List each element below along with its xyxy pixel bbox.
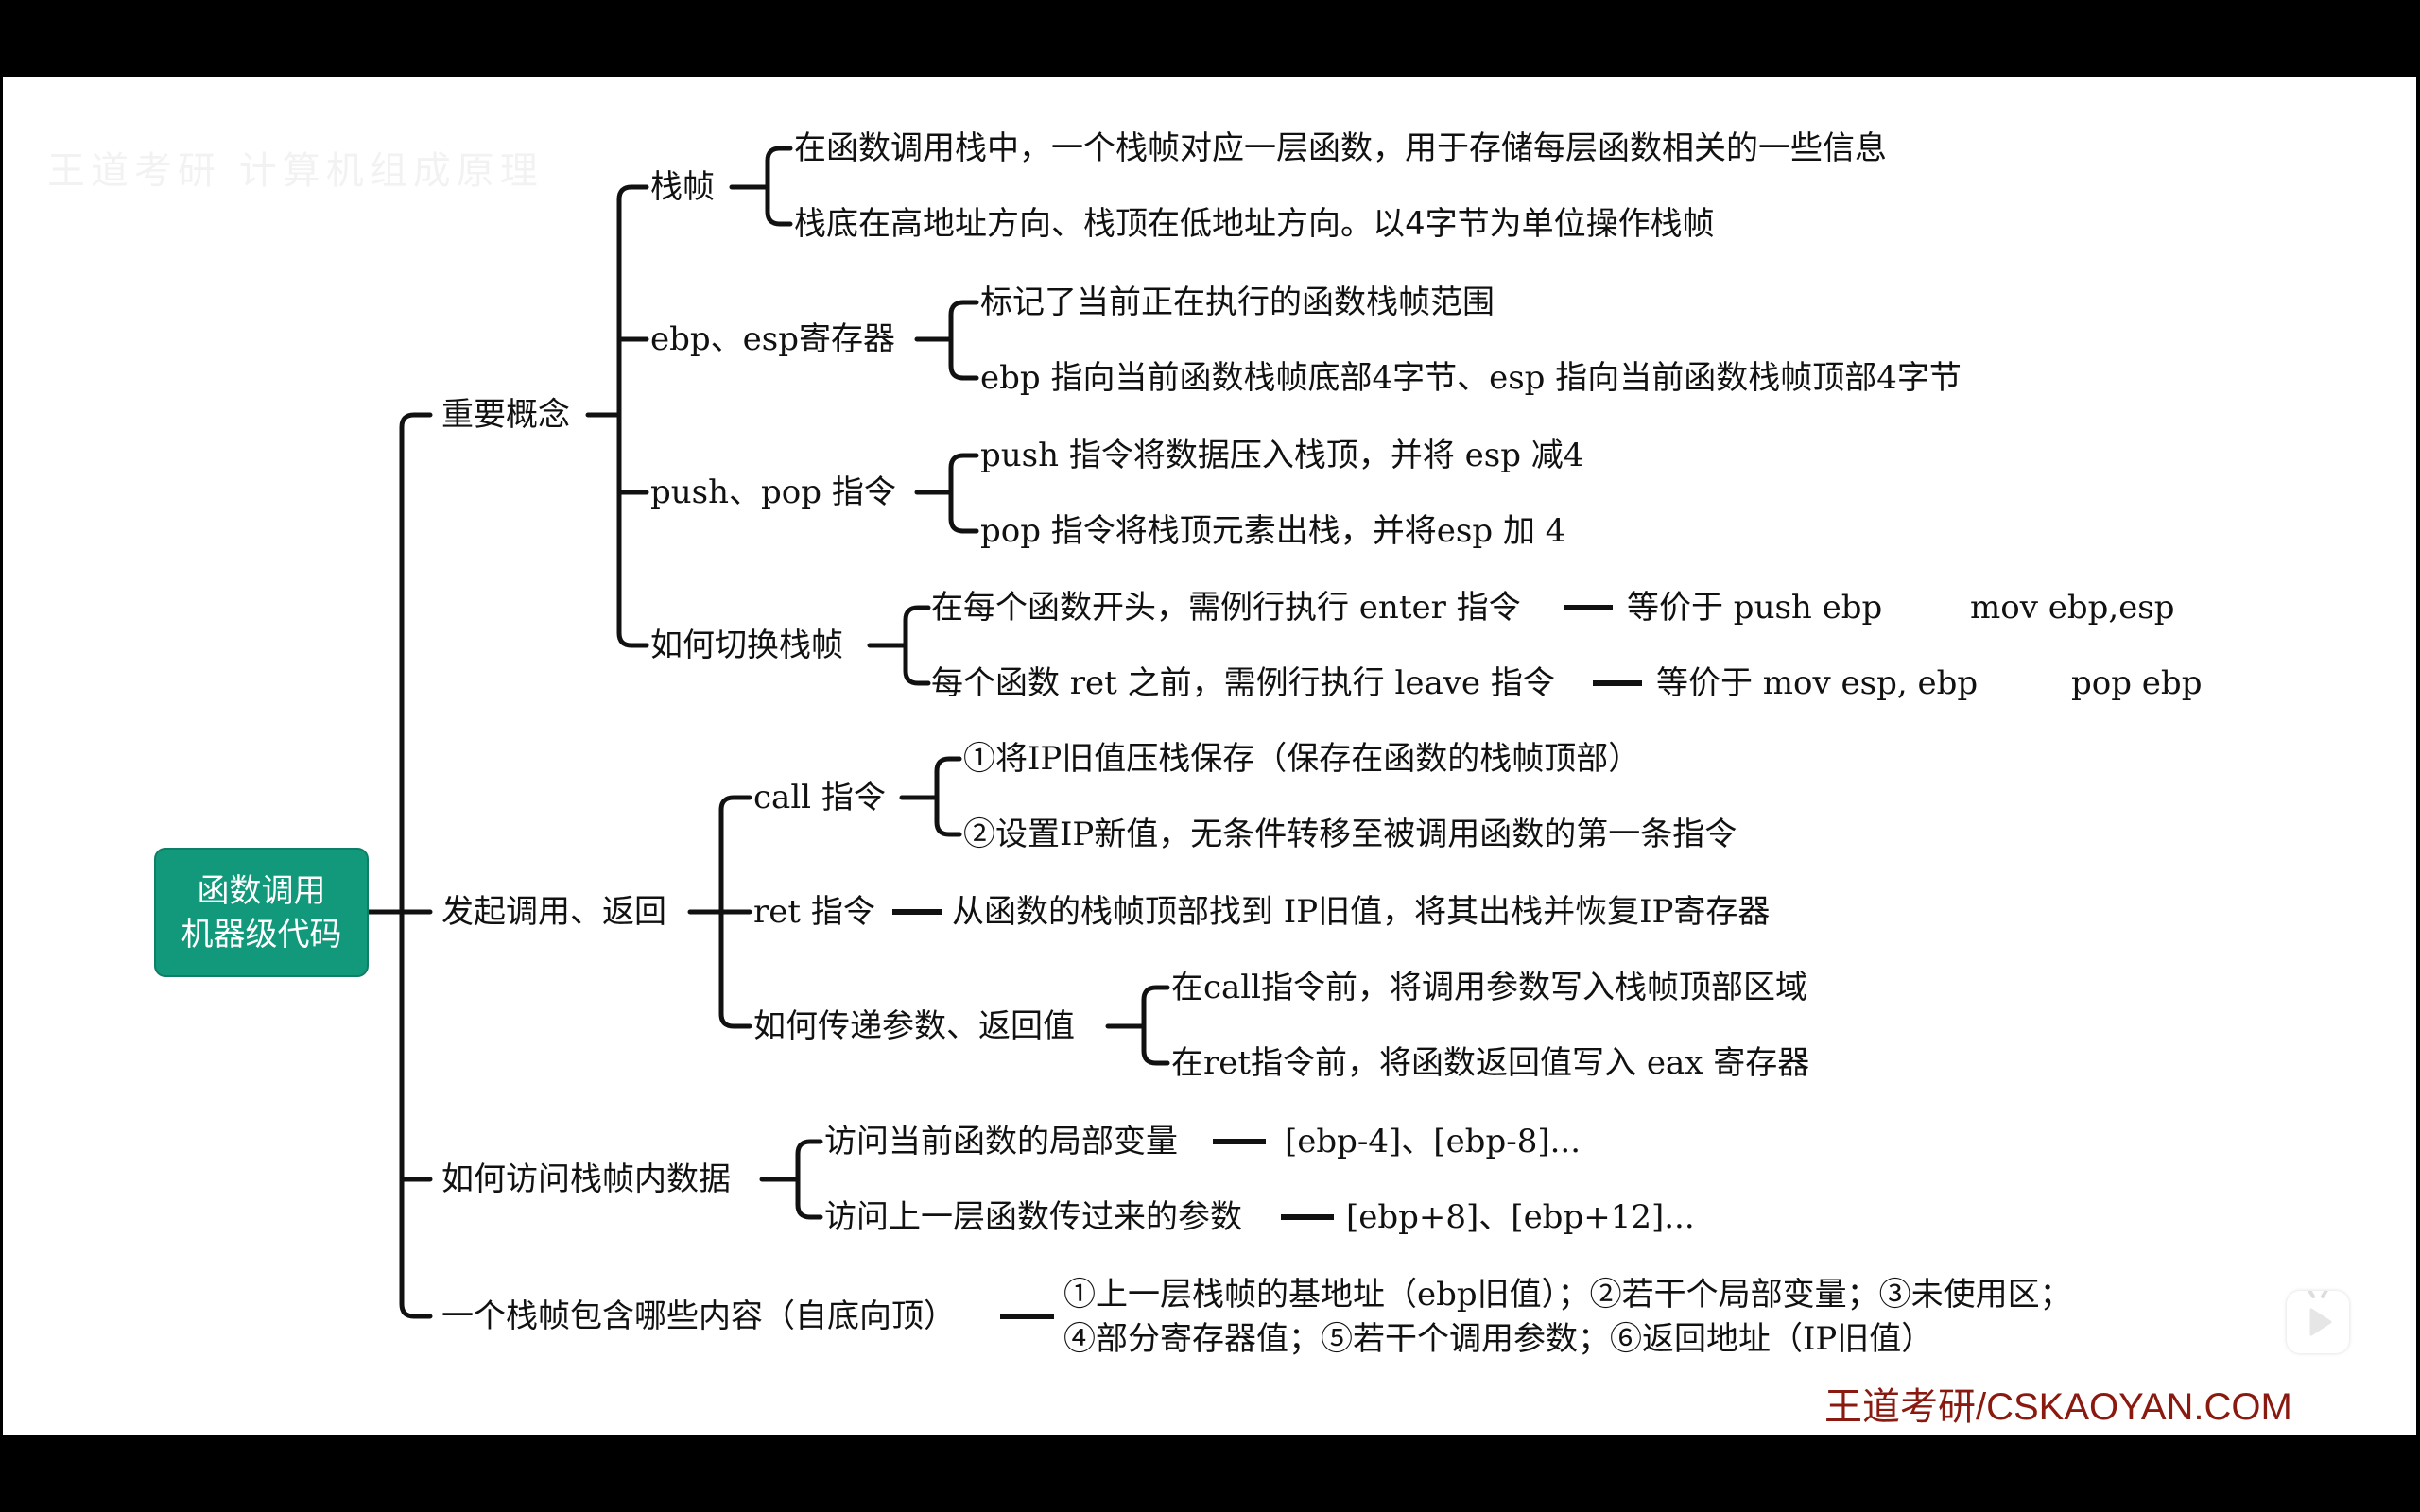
watermark: 王道考研 计算机组成原理 bbox=[47, 149, 544, 193]
leaf-leave: 每个函数 ret 之前，需例行执行 leave 指令 bbox=[931, 664, 1555, 702]
node-stack-frame[interactable]: 栈帧 bbox=[650, 168, 715, 206]
root-line2: 机器级代码 bbox=[181, 915, 342, 954]
leaf-enter-equiv: 等价于 push ebp bbox=[1627, 589, 1883, 627]
leaf-push: push 指令将数据压入栈顶，并将 esp 减4 bbox=[980, 437, 1584, 474]
root-line1: 函数调用 bbox=[197, 871, 326, 910]
leaf-enter-extra: mov ebp,esp bbox=[1970, 589, 2175, 627]
node-concepts[interactable]: 重要概念 bbox=[441, 396, 570, 434]
node-access[interactable]: 如何访问栈帧内数据 bbox=[441, 1160, 731, 1198]
node-params[interactable]: 如何传递参数、返回值 bbox=[753, 1007, 1075, 1045]
leaf-pop: pop 指令将栈顶元素出栈，并将esp 加 4 bbox=[980, 512, 1566, 550]
brand-footer: 王道考研/CSKAOYAN.COM bbox=[1824, 1386, 2292, 1428]
node-registers[interactable]: ebp、esp寄存器 bbox=[650, 320, 895, 358]
mindmap-canvas bbox=[3, 77, 2416, 1435]
node-contents[interactable]: 一个栈帧包含哪些内容（自底向顶） bbox=[441, 1297, 956, 1335]
leaf-params-2: 在ret指令前，将函数返回值写入 eax 寄存器 bbox=[1171, 1044, 1810, 1082]
leaf-call-2: ②设置IP新值，无条件转移至被调用函数的第一条指令 bbox=[963, 816, 1737, 853]
leaf-leave-extra: pop ebp bbox=[2071, 664, 2203, 702]
leaf-registers-2: ebp 指向当前函数栈帧底部4字节、esp 指向当前函数栈帧顶部4字节 bbox=[980, 359, 1962, 397]
leaf-contents-line1: ①上一层栈帧的基地址（ebp旧值）；②若干个局部变量；③未使用区； bbox=[1063, 1276, 2072, 1314]
leaf-stack-frame-1: 在函数调用栈中，一个栈帧对应一层函数，用于存储每层函数相关的一些信息 bbox=[794, 129, 1887, 167]
node-ret[interactable]: ret 指令 bbox=[753, 893, 875, 931]
leaf-registers-1: 标记了当前正在执行的函数栈帧范围 bbox=[980, 284, 1495, 321]
leaf-leave-equiv: 等价于 mov esp, ebp bbox=[1656, 664, 1979, 702]
tv-play-icon[interactable] bbox=[2287, 1285, 2349, 1353]
leaf-params-1: 在call指令前，将调用参数写入栈帧顶部区域 bbox=[1171, 969, 1808, 1006]
root-node[interactable]: 函数调用 机器级代码 bbox=[154, 848, 369, 977]
leaf-stack-frame-2: 栈底在高地址方向、栈顶在低地址方向。以4字节为单位操作栈帧 bbox=[794, 205, 1715, 243]
node-push-pop[interactable]: push、pop 指令 bbox=[650, 473, 896, 511]
leaf-call-1: ①将IP旧值压栈保存（保存在函数的栈帧顶部） bbox=[963, 740, 1641, 778]
leaf-enter: 在每个函数开头，需例行执行 enter 指令 bbox=[931, 589, 1521, 627]
leaf-access-local: 访问当前函数的局部变量 bbox=[824, 1123, 1178, 1160]
leaf-access-param-value: [ebp+8]、[ebp+12]... bbox=[1346, 1198, 1695, 1236]
node-call[interactable]: call 指令 bbox=[753, 779, 886, 816]
node-switch-frame[interactable]: 如何切换栈帧 bbox=[650, 627, 843, 664]
node-call-return[interactable]: 发起调用、返回 bbox=[441, 893, 666, 931]
leaf-contents-line2: ④部分寄存器值；⑤若干个调用参数；⑥返回地址（IP旧值） bbox=[1063, 1320, 1934, 1358]
leaf-access-local-value: [ebp-4]、[ebp-8]... bbox=[1285, 1123, 1582, 1160]
leaf-ret: 从函数的栈帧顶部找到 IP旧值，将其出栈并恢复IP寄存器 bbox=[952, 893, 1771, 931]
leaf-access-param: 访问上一层函数传过来的参数 bbox=[824, 1198, 1242, 1236]
